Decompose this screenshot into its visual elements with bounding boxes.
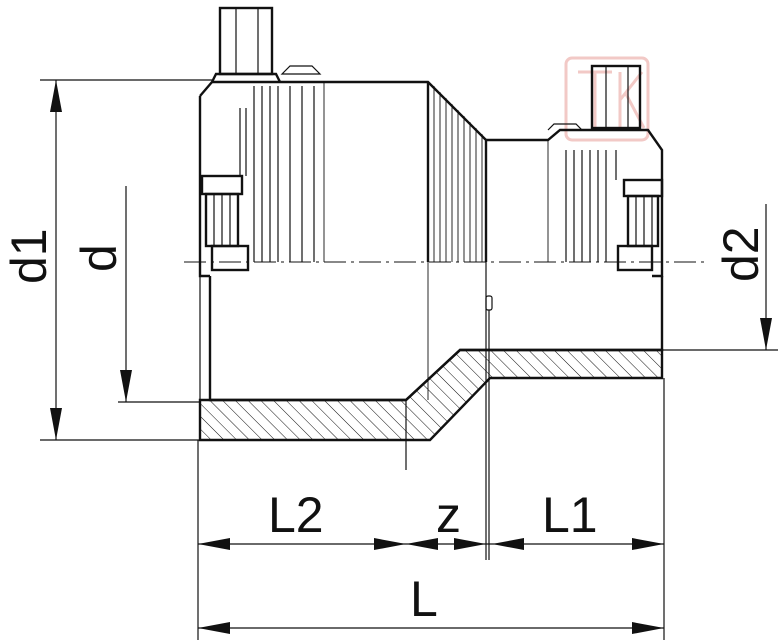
fitting-exterior: [198, 6, 664, 278]
dim-label-L2: L2: [268, 487, 324, 543]
left-terminal-pin: [210, 6, 322, 83]
dim-label-z: z: [436, 487, 461, 543]
dimension-lines: [40, 79, 778, 640]
right-fusion-indicator: [615, 150, 664, 272]
dim-label-d2: d2: [713, 226, 769, 282]
large-socket-ribs: [253, 86, 315, 262]
right-terminal-pin: [547, 64, 642, 131]
tk-logo-watermark: [564, 56, 650, 142]
dim-label-L: L: [410, 571, 438, 627]
hatched-wall: [198, 348, 664, 442]
small-socket-ribs: [565, 150, 607, 262]
dim-label-d: d: [71, 244, 127, 272]
dim-label-d1: d1: [1, 228, 57, 284]
dim-label-L1: L1: [542, 487, 598, 543]
left-fusion-indicator: [200, 108, 250, 272]
fitting-section: [198, 262, 664, 560]
taper-ribs: [433, 86, 483, 262]
